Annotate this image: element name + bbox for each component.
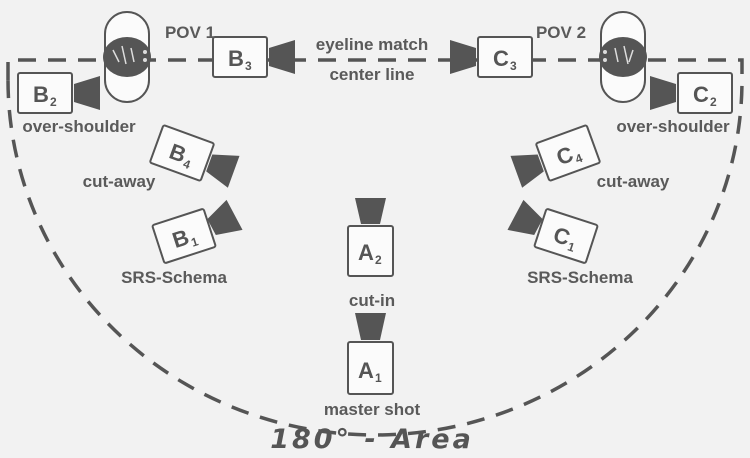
camera-letter: C (493, 46, 509, 71)
camera-subscript: 3 (245, 59, 252, 73)
camera-letter: B (228, 46, 244, 71)
camera-b1: B 1 (151, 199, 243, 264)
camera-a2: A 2 (347, 198, 394, 277)
camera-c1: C 1 (507, 199, 599, 264)
cut-away-left-label: cut-away (83, 172, 156, 191)
camera-b4: B 4 (149, 124, 240, 188)
camera-subscript: 4 (573, 151, 584, 167)
camera-letter: B (169, 224, 192, 253)
camera-subscript: 1 (566, 239, 577, 254)
over-shoulder-left-label: over-shoulder (22, 117, 136, 136)
pov2-label: POV 2 (536, 23, 586, 42)
master-shot-label: master shot (324, 400, 421, 419)
camera-c3: C 3 (450, 36, 533, 78)
actor-right-icon (599, 11, 647, 103)
camera-a1: A 1 (347, 313, 394, 395)
srs-schema-left-label: SRS-Schema (121, 268, 227, 287)
center-line-label: center line (329, 65, 414, 84)
area-title: 180° - Area (270, 424, 474, 455)
camera-subscript: 2 (710, 95, 717, 109)
camera-subscript: 3 (510, 59, 517, 73)
over-shoulder-right-label: over-shoulder (616, 117, 730, 136)
cut-in-label: cut-in (349, 291, 395, 310)
area-boundary-dashed (6, 58, 744, 437)
camera-letter: C (550, 222, 573, 251)
camera-subscript: 1 (189, 234, 200, 249)
camera-subscript: 2 (375, 253, 382, 267)
camera-letter: A (358, 358, 374, 383)
camera-letter: C (693, 82, 709, 107)
camera-subscript: 1 (375, 371, 382, 385)
camera-subscript: 4 (181, 157, 192, 173)
eyeline-match-label: eyeline match (316, 35, 428, 54)
camera-c2: C 2 (650, 72, 733, 114)
pov1-label: POV 1 (165, 23, 215, 42)
cut-away-right-label: cut-away (597, 172, 670, 191)
camera-subscript: 2 (50, 95, 57, 109)
camera-b2: B 2 (17, 72, 100, 114)
camera-letter: A (358, 240, 374, 265)
camera-letter: B (33, 82, 49, 107)
actor-left-icon (103, 11, 151, 103)
camera-b3: B 3 (212, 36, 295, 78)
camera-c4: C 4 (510, 124, 601, 188)
srs-schema-right-label: SRS-Schema (527, 268, 633, 287)
